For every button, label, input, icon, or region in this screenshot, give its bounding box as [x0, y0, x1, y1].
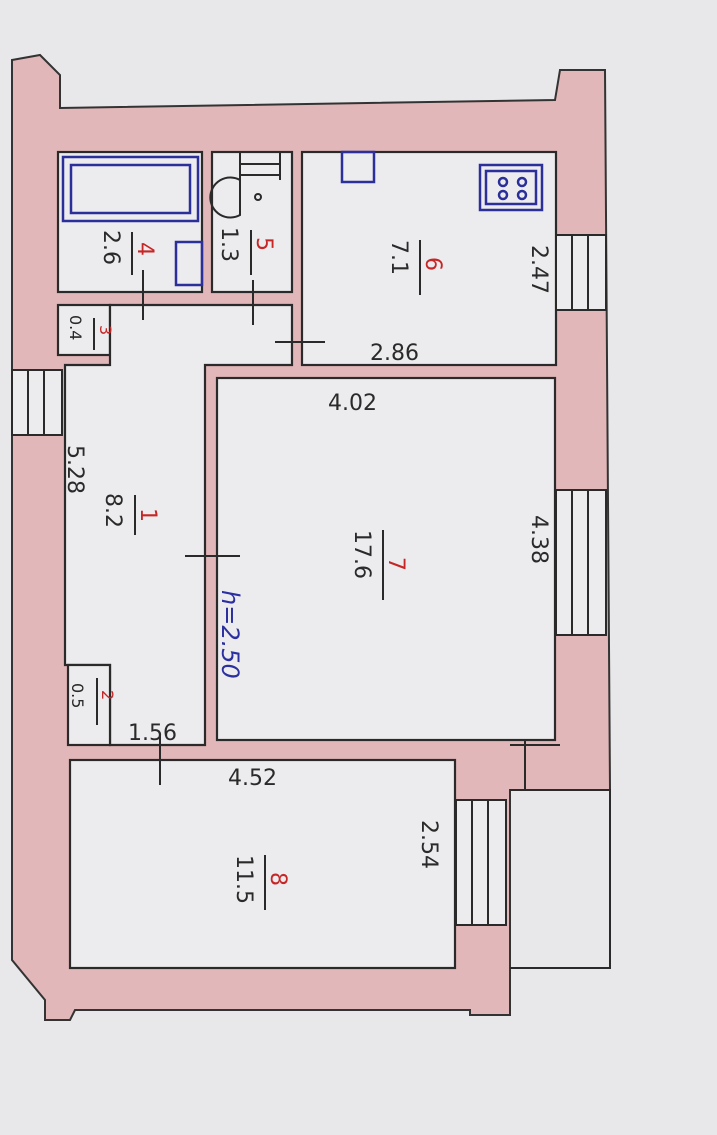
room-7-number: 7: [383, 557, 408, 571]
dim-room7-length: 4.02: [328, 391, 377, 416]
dim-room8-width: 2.54: [416, 820, 441, 869]
room-3-closet: [56, 303, 112, 357]
room-7-area: 17.6: [349, 530, 374, 579]
bathtub-icon: [61, 155, 200, 223]
dim-room8-length: 4.52: [228, 766, 277, 791]
room-labels: 4 2.6 5 1.3 6 7.1 3 0.4 1 8.2 2 0.5 7 17…: [66, 227, 445, 910]
room-3-number: 3: [96, 325, 115, 335]
fixtures: [61, 150, 544, 287]
sink-icon: [174, 240, 204, 287]
dimension-labels: 2.47 2.86 4.02 4.38 5.28 1.56 4.52 2.54 …: [62, 245, 551, 869]
room-6-kitchen: [300, 150, 558, 367]
room-6-number: 6: [420, 257, 445, 271]
room-3-area: 0.4: [66, 315, 85, 340]
room-5-area: 1.3: [216, 227, 241, 262]
room-8-number: 8: [265, 872, 290, 886]
room-7-living-room: [215, 376, 557, 742]
room-5-number: 5: [251, 237, 276, 251]
door-marks: [142, 270, 526, 790]
room-2-area: 0.5: [68, 683, 87, 708]
room-4-number: 4: [132, 242, 157, 256]
room-6-area: 7.1: [386, 240, 411, 275]
room-2-closet: [66, 663, 112, 747]
stove-icon: [478, 163, 544, 212]
room-1-area: 8.2: [100, 493, 125, 528]
toilet-icon: [209, 152, 281, 219]
room-8-area: 11.5: [231, 855, 256, 904]
kitchen-sink-icon: [340, 150, 376, 184]
ceiling-height: h=2.50: [216, 590, 244, 679]
dim-kitchen-length: 2.86: [370, 341, 419, 366]
dim-hall-length: 5.28: [62, 445, 87, 494]
room-2-number: 2: [98, 690, 117, 700]
room-8-bedroom: [68, 758, 457, 970]
dim-kitchen-width: 2.47: [526, 245, 551, 294]
dim-room7-width: 4.38: [526, 515, 551, 564]
windows: [11, 234, 611, 969]
room-4-area: 2.6: [98, 230, 123, 265]
room-1-number: 1: [135, 508, 160, 522]
dim-closet-width: 1.56: [128, 721, 177, 746]
